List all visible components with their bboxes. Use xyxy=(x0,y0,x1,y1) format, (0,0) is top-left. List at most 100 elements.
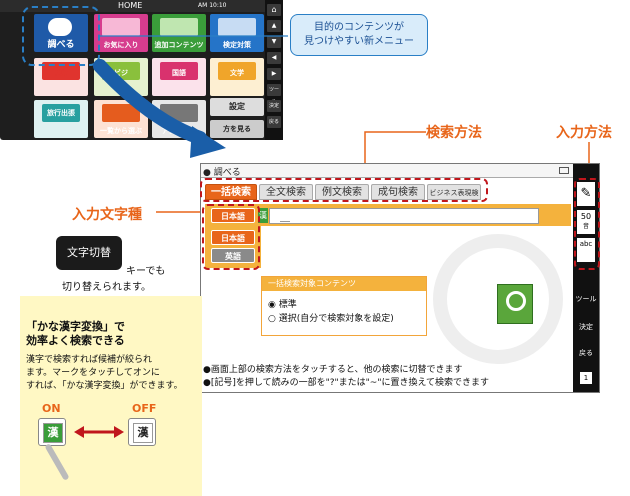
dict-titlebar: ● 調べる xyxy=(201,164,573,178)
tile-literature[interactable]: 文学 xyxy=(210,58,264,96)
tab-fulltext-search[interactable]: 全文検索 xyxy=(259,184,313,200)
tab-bulk-search[interactable]: 一括検索 xyxy=(205,184,257,200)
tile-label: 追加コンテンツ xyxy=(154,41,204,49)
note-heading-line2: 効率よく検索できる xyxy=(26,334,125,347)
kanji-conversion-icon[interactable]: 漢 xyxy=(258,208,268,223)
search-input[interactable]: ＿ xyxy=(269,208,539,224)
note-body-line2: ます。マークをタッチしてオンに xyxy=(26,368,160,378)
tile-favorites[interactable]: お気に入り xyxy=(94,14,148,52)
abc-keyboard-button[interactable]: abc xyxy=(577,238,595,262)
tile-label: 旅行出張 xyxy=(47,109,75,117)
tile-label: 調べる xyxy=(47,40,75,50)
handwriting-pen-icon[interactable]: ✎ xyxy=(577,182,595,206)
down-arrow-icon[interactable]: ▼ xyxy=(267,36,281,48)
book-icon xyxy=(42,62,80,80)
tile-travel[interactable]: 旅行出張 xyxy=(34,100,88,138)
tile-label: 方を見る xyxy=(223,125,251,133)
input-method-label: 入力方法 xyxy=(556,125,612,141)
bulk-target-content-box: 一括検索対象コンテンツ ◉ 標準 ○ 選択(自分で検索対象を設定) xyxy=(261,276,427,336)
switch-key-text2: 切り替えられます。 xyxy=(62,282,151,293)
back-button[interactable]: 戻る xyxy=(267,116,281,128)
fifty-label: 50 xyxy=(580,212,592,221)
tile-label: 設定 xyxy=(229,102,245,111)
home-title: HOME xyxy=(118,1,143,10)
input-char-type-label: 入力文字種 xyxy=(72,207,142,223)
char-switch-key: 文字切替 xyxy=(56,236,122,270)
char-type-option-japanese[interactable]: 日本語 xyxy=(211,230,255,245)
fifty-sound-input-button[interactable]: 50 音 xyxy=(577,210,595,234)
help-line1: ●画面上部の検索方法をタッチすると、他の検索に切替できます xyxy=(203,365,463,375)
search-method-highlight xyxy=(200,178,488,202)
tab-phrase-search[interactable]: 成句検索 xyxy=(371,184,425,200)
input-method-highlight xyxy=(574,178,600,270)
tile-label: お気に入り xyxy=(103,41,139,49)
option-standard[interactable]: ◉ 標準 xyxy=(268,300,297,310)
pencil-icon xyxy=(218,18,256,36)
home-side-panel: ⌂ ▲ ▼ ◀ ▶ ツール 決定 戻る xyxy=(265,0,283,140)
char-type-japanese[interactable]: 日本語 xyxy=(211,208,255,223)
tools-button[interactable]: ツール xyxy=(575,295,597,303)
arrow-head xyxy=(190,126,226,158)
help-text: ●画面上部の検索方法をタッチすると、他の検索に切替できます ●[記号]を押して読… xyxy=(201,364,573,392)
fifty-sub-label: 音 xyxy=(582,223,589,230)
tile-label: 英語 xyxy=(54,69,68,77)
magnifier-icon xyxy=(48,18,72,36)
star-icon xyxy=(102,18,140,36)
new-menu-callout: 目的のコンテンツが 見つけやすい新メニュー xyxy=(290,14,428,56)
home-icon[interactable]: ⌂ xyxy=(267,4,281,16)
dictionary-book-icon xyxy=(497,284,533,324)
page-icon[interactable]: 1 xyxy=(580,372,592,384)
kanji-key-on: 漢 xyxy=(38,418,66,446)
book-icon xyxy=(218,62,256,80)
kana-kanji-note: 「かな漢字変換」で 効率よく検索できる 漢字で検索すれば候補が絞られ ます。マー… xyxy=(20,296,202,496)
battery-icon xyxy=(559,167,569,174)
up-arrow-icon[interactable]: ▲ xyxy=(267,20,281,32)
callout-line1: 目的のコンテンツが xyxy=(314,22,404,33)
tile-label: 一覧から選ぶ xyxy=(100,127,142,135)
note-heading-line1: 「かな漢字変換」で xyxy=(26,320,125,333)
on-label: ON xyxy=(42,402,61,415)
dict-title: ● 調べる xyxy=(203,168,241,178)
book-icon xyxy=(102,104,140,122)
note-body-line3: すれば、「かな漢字変換」ができます。 xyxy=(26,381,183,391)
char-type-dropdown: 日本語 英語 xyxy=(205,226,261,268)
decide-button[interactable]: 決定 xyxy=(267,100,281,112)
dict-side-panel: ✎ 50 音 abc ツール 決定 戻る 1 xyxy=(573,164,599,392)
target-header: 一括検索対象コンテンツ xyxy=(262,277,426,291)
input-char-type-highlight xyxy=(202,204,260,270)
note-body: 漢字で検索すれば候補が絞られ ます。マークをタッチしてオンに すれば、「かな漢字… xyxy=(26,354,198,393)
tile-add-content[interactable]: 追加コンテンツ xyxy=(152,14,206,52)
tile-label: 検定対策 xyxy=(223,41,251,49)
kanji-key-off: 漢 xyxy=(128,418,156,446)
toggle-arrow-icon xyxy=(74,426,124,438)
note-body-line1: 漢字で検索すれば候補が絞られ xyxy=(26,355,153,365)
tile-exam[interactable]: 検定対策 xyxy=(210,14,264,52)
book-icon xyxy=(42,104,80,122)
tile-japanese[interactable]: 国語 xyxy=(152,58,206,96)
tile-label: ビジ xyxy=(114,69,128,77)
char-type-option-english[interactable]: 英語 xyxy=(211,248,255,263)
stylus-icon xyxy=(44,443,70,481)
text-cursor: ＿ xyxy=(280,213,290,224)
tile-search[interactable]: 調べる xyxy=(34,14,88,52)
right-arrow-icon[interactable]: ▶ xyxy=(267,68,281,80)
switch-key-text1: キーでも xyxy=(126,266,166,277)
note-heading: 「かな漢字変換」で 効率よく検索できる xyxy=(26,320,125,348)
home-topbar: HOME AM 10:10 xyxy=(0,0,265,12)
left-arrow-icon[interactable]: ◀ xyxy=(267,52,281,64)
tile-howto[interactable]: 方を見る xyxy=(210,120,264,138)
tab-example-search[interactable]: 例文検索 xyxy=(315,184,369,200)
tile-label: 文学 xyxy=(230,69,244,77)
option-select[interactable]: ○ 選択(自分で検索対象を設定) xyxy=(268,314,394,324)
kanji-on-icon: 漢 xyxy=(43,423,63,443)
home-clock: AM 10:10 xyxy=(198,2,227,9)
back-button[interactable]: 戻る xyxy=(579,349,593,357)
add-icon xyxy=(160,18,198,36)
decide-button[interactable]: 決定 xyxy=(579,323,593,331)
off-label: OFF xyxy=(132,402,157,415)
tile-settings[interactable]: 設定 xyxy=(210,98,264,116)
book-icon xyxy=(160,62,198,80)
search-tile-highlight xyxy=(22,6,100,66)
arrow-body xyxy=(93,59,207,145)
